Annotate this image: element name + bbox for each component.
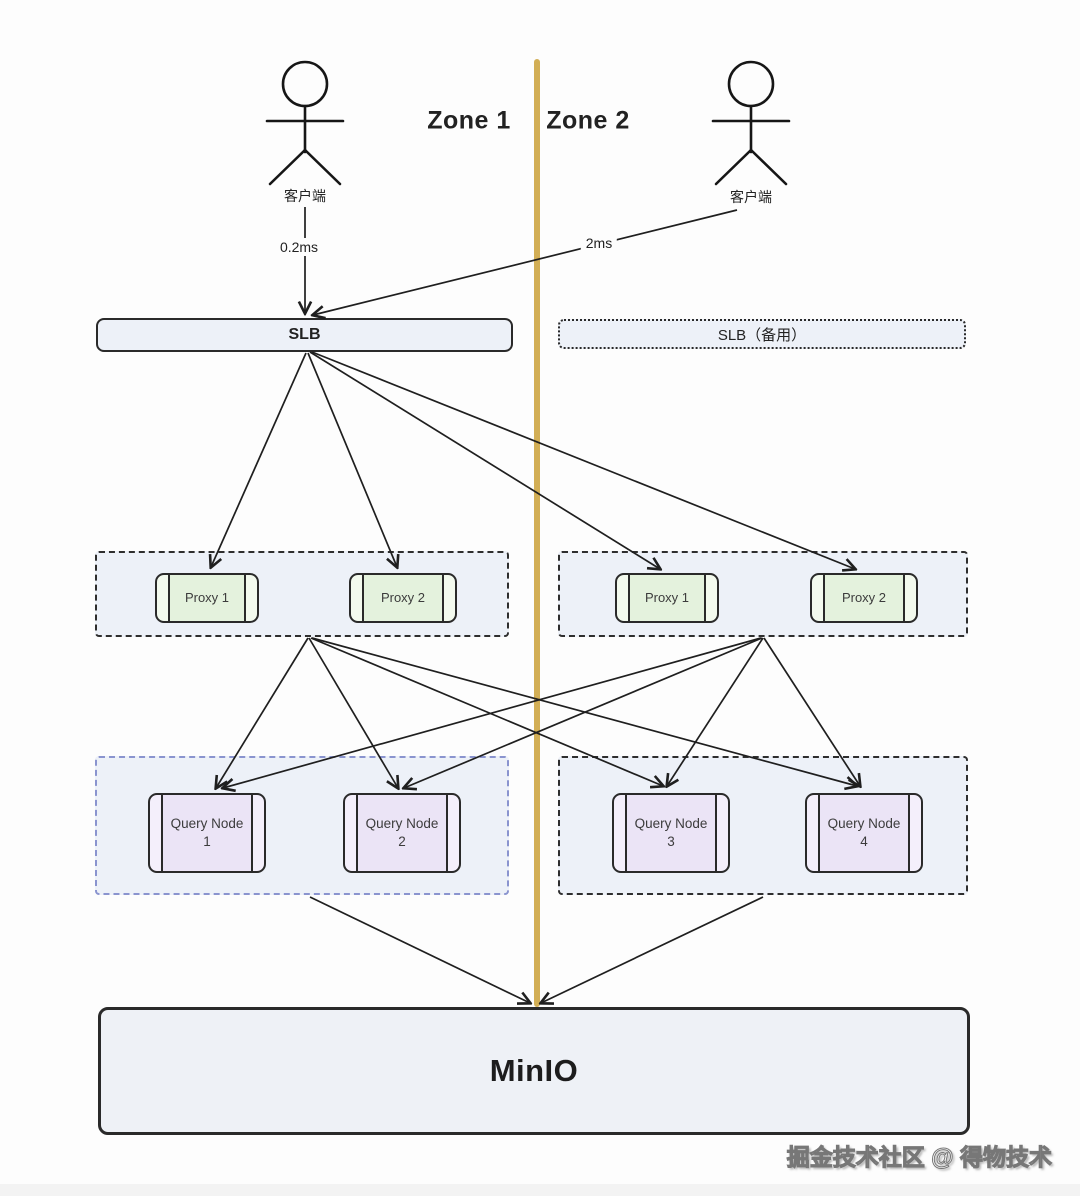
- zone1-proxy2-node: Proxy 2: [349, 573, 457, 623]
- arrow-z1query-to-minio: [309, 896, 530, 1003]
- query-node-1-num: 1: [203, 834, 211, 849]
- client-zone1-label: 客户端: [284, 188, 326, 204]
- arrow-client-zone2-to-slb: [313, 209, 738, 315]
- zone2-proxy1-label: Proxy 1: [644, 590, 690, 606]
- query-node-2-name: Query Node: [365, 815, 439, 831]
- zone2-proxy2-node: Proxy 2: [810, 573, 918, 623]
- zone1-proxy1-label: Proxy 1: [184, 590, 230, 606]
- zone1-proxy1-node: Proxy 1: [155, 573, 259, 623]
- zone2-label: Zone 2: [546, 106, 630, 135]
- arrow-slb-to-z2proxy1: [309, 351, 660, 569]
- arrow-slb-to-z1proxy1: [211, 352, 307, 567]
- query-node-1: Query Node 1: [148, 793, 266, 873]
- query-node-2-num: 2: [398, 834, 406, 849]
- watermark-text: 掘金技术社区 @ 得物技术: [786, 1144, 1052, 1171]
- query-node-3-num: 3: [667, 834, 675, 849]
- query-node-4: Query Node 4: [805, 793, 923, 873]
- bottom-edge-strip: [0, 1184, 1080, 1196]
- zone1-proxy2-label: Proxy 2: [380, 590, 426, 606]
- arrow-slb-to-z2proxy2: [311, 351, 855, 569]
- query-node-3-name: Query Node: [634, 815, 708, 831]
- minio-storage-box: MinIO: [98, 1007, 970, 1135]
- zone2-proxy1-node: Proxy 1: [615, 573, 719, 623]
- slb-backup-box: SLB（备用）: [558, 319, 966, 349]
- arrow-z2query-to-minio: [541, 896, 764, 1003]
- latency-zone2-label: 2ms: [580, 234, 618, 252]
- query-node-4-num: 4: [860, 834, 868, 849]
- zone2-proxy2-label: Proxy 2: [841, 590, 887, 606]
- slb-primary-label: SLB: [288, 326, 321, 343]
- latency-zone1-label: 0.2ms: [274, 238, 324, 256]
- client-actor-icon-zone1: [265, 60, 345, 186]
- query-node-4-name: Query Node: [827, 815, 901, 831]
- arrow-slb-to-z1proxy2: [307, 352, 397, 567]
- minio-label: MinIO: [489, 1053, 579, 1088]
- client-zone2-label: 客户端: [730, 189, 772, 205]
- query-node-2: Query Node 2: [343, 793, 461, 873]
- query-node-1-name: Query Node: [170, 815, 244, 831]
- query-node-3: Query Node 3: [612, 793, 730, 873]
- zone1-label: Zone 1: [427, 106, 511, 135]
- slb-primary-box: SLB: [96, 318, 513, 352]
- slb-backup-label: SLB（备用）: [717, 326, 807, 344]
- client-actor-icon-zone2: [711, 60, 791, 186]
